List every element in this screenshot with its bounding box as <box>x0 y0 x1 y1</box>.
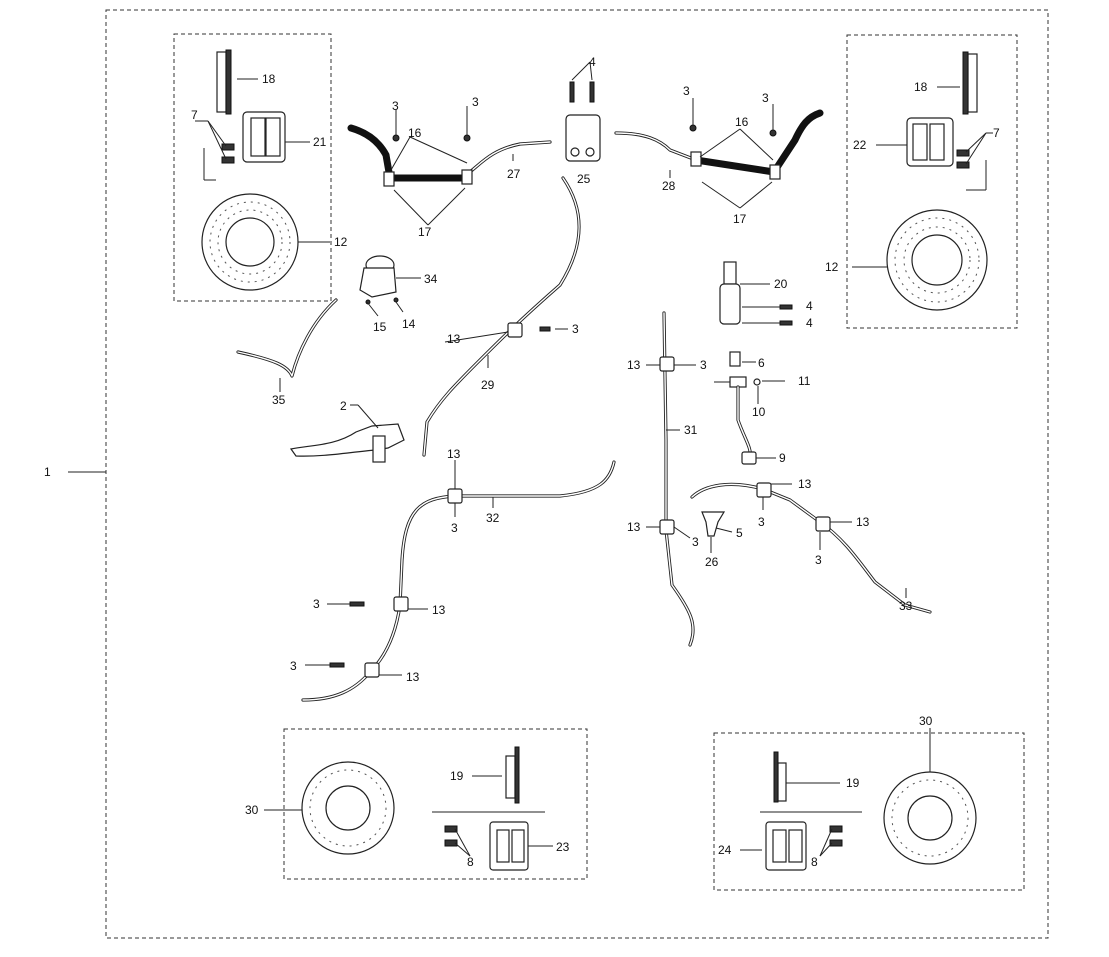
callout-3: 3 <box>692 535 699 549</box>
hose-33 <box>690 482 932 614</box>
callout-3: 3 <box>762 91 769 105</box>
callout-4: 4 <box>806 299 813 313</box>
callout-21: 21 <box>313 135 327 149</box>
brake-pad-left-front <box>216 49 258 115</box>
callout-27: 27 <box>507 167 521 181</box>
caliper-rear-left <box>432 811 553 871</box>
caliper-left-front <box>242 111 310 163</box>
fluid-reservoir <box>359 255 421 317</box>
brake-tee-26 <box>701 511 733 553</box>
callout-3: 3 <box>700 358 707 372</box>
callout-17: 17 <box>733 212 747 226</box>
callout-13: 13 <box>627 358 641 372</box>
callout-32: 32 <box>486 511 500 525</box>
callout-5: 5 <box>736 526 743 540</box>
callout-13: 13 <box>856 515 870 529</box>
front-left-brake-group <box>173 33 332 302</box>
callout-3: 3 <box>572 322 579 336</box>
brake-disc-rear-right <box>883 728 977 865</box>
caliper-rear-right <box>740 811 862 871</box>
hose-28 <box>614 98 824 209</box>
callout-18: 18 <box>262 72 276 86</box>
callout-4: 4 <box>806 316 813 330</box>
callout-3: 3 <box>313 597 320 611</box>
callout-31: 31 <box>684 423 698 437</box>
brake-pad-rear-left <box>472 746 520 804</box>
callout-3: 3 <box>392 99 399 113</box>
callout-28: 28 <box>662 179 676 193</box>
callout-4: 4 <box>589 55 596 69</box>
callout-2: 2 <box>340 399 347 413</box>
front-right-brake-group <box>846 34 1018 329</box>
callout-10: 10 <box>752 405 766 419</box>
brake-lever-master-cylinder <box>289 404 405 463</box>
callout-17: 17 <box>418 225 432 239</box>
callout-22: 22 <box>853 138 867 152</box>
caliper-right-front <box>876 117 954 167</box>
callout-3: 3 <box>815 553 822 567</box>
callout-3: 3 <box>290 659 297 673</box>
callout-13: 13 <box>406 670 420 684</box>
bolts-left-front <box>195 120 235 181</box>
callout-30: 30 <box>919 714 933 728</box>
brake-pad-right-front <box>937 51 978 115</box>
rear-master-cylinder <box>714 261 793 465</box>
callout-23: 23 <box>556 840 570 854</box>
callout-8: 8 <box>811 855 818 869</box>
callout-34: 34 <box>424 272 438 286</box>
callout-7: 7 <box>993 126 1000 140</box>
callout-12: 12 <box>825 260 839 274</box>
callout-8: 8 <box>467 855 474 869</box>
brake-disc-right-front <box>852 209 988 311</box>
brake-pad-rear-right <box>773 751 840 803</box>
assembly-frame <box>105 9 1049 939</box>
hose-29 <box>422 176 581 457</box>
callout-24: 24 <box>718 843 732 857</box>
callout-13: 13 <box>447 447 461 461</box>
callout-14: 14 <box>402 317 416 331</box>
bolts-right-front <box>956 132 993 191</box>
hose-31 <box>646 311 696 647</box>
callout-6: 6 <box>758 356 765 370</box>
rear-right-brake-group <box>713 732 1025 891</box>
callout-13: 13 <box>798 477 812 491</box>
callout-29: 29 <box>481 378 495 392</box>
callout-11: 11 <box>798 374 811 388</box>
callout-3: 3 <box>451 521 458 535</box>
callout-13: 13 <box>447 332 461 346</box>
callout-19: 19 <box>846 776 860 790</box>
callout-26: 26 <box>705 555 719 569</box>
callout-15: 15 <box>373 320 387 334</box>
callout-30: 30 <box>245 803 259 817</box>
callout-16: 16 <box>735 115 749 129</box>
hose-32 <box>301 460 616 702</box>
callout-33: 33 <box>899 599 913 613</box>
brake-disc-rear-left <box>264 761 395 855</box>
callout-3: 3 <box>758 515 765 529</box>
callout-3: 3 <box>683 84 690 98</box>
callout-16: 16 <box>408 126 422 140</box>
brake-junction-25 <box>565 61 601 162</box>
callout-13: 13 <box>432 603 446 617</box>
reservoir-hose <box>236 298 338 392</box>
rear-left-brake-group <box>283 728 588 880</box>
callout-20: 20 <box>774 277 788 291</box>
callout-13: 13 <box>627 520 641 534</box>
callout-35: 35 <box>272 393 286 407</box>
callout-12: 12 <box>334 235 348 249</box>
callout-19: 19 <box>450 769 464 783</box>
callout-7: 7 <box>191 108 198 122</box>
callout-25: 25 <box>577 172 591 186</box>
callout-9: 9 <box>779 451 786 465</box>
hose-27 <box>347 106 552 226</box>
callout-3: 3 <box>472 95 479 109</box>
callout-1: 1 <box>44 465 51 479</box>
brake-disc-left-front <box>201 193 330 291</box>
callout-18: 18 <box>914 80 928 94</box>
